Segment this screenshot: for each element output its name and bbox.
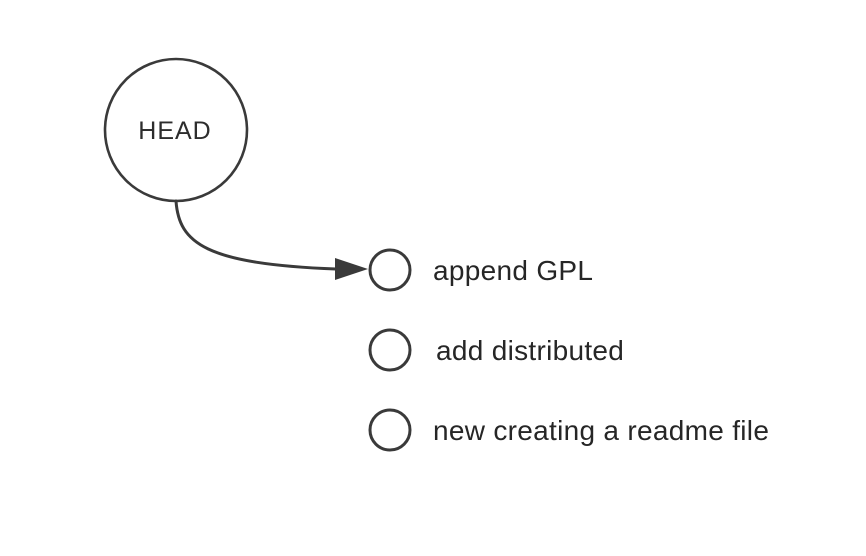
commit-row: append GPL xyxy=(368,248,593,292)
arrowhead-icon xyxy=(335,258,368,280)
commit-row: add distributed xyxy=(368,328,624,372)
head-node-label: HEAD xyxy=(138,117,211,145)
commit-label: append GPL xyxy=(433,255,593,286)
commit-label: add distributed xyxy=(436,335,624,366)
head-pointer-curve xyxy=(174,199,338,271)
commit-node-circle xyxy=(368,408,412,452)
commit-node-circle xyxy=(368,328,412,372)
commit-label: new creating a readme file xyxy=(433,415,769,446)
commit-node-circle xyxy=(368,248,412,292)
commit-row: new creating a readme file xyxy=(368,408,769,452)
